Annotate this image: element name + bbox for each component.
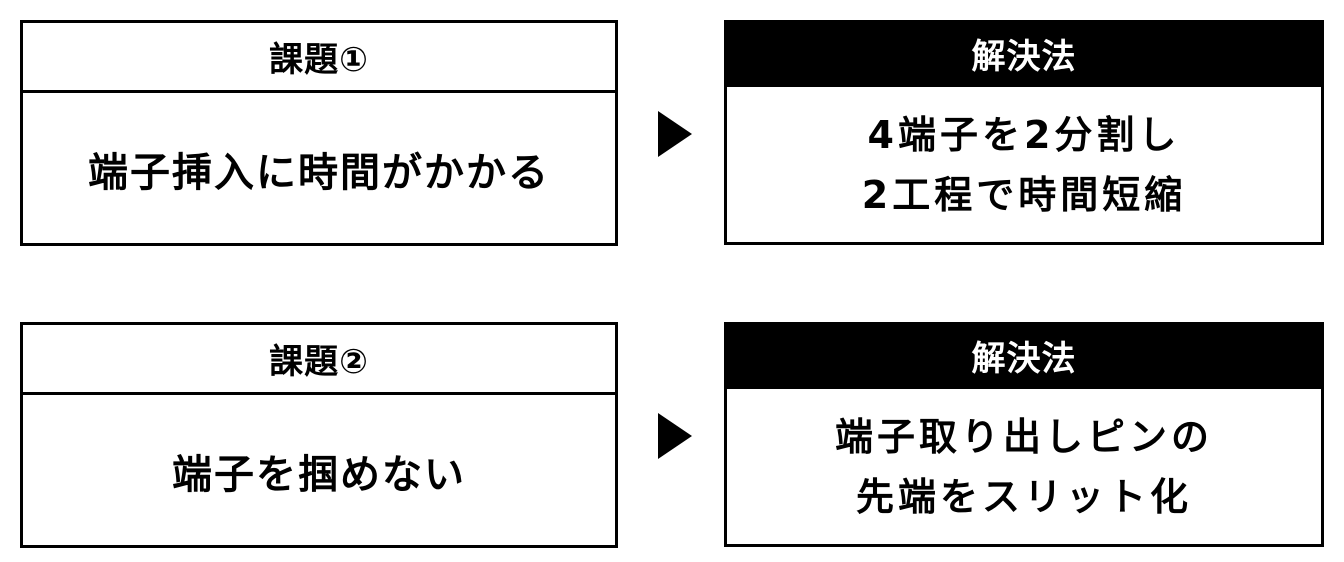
solution-box-2: 解決法 端子取り出しピンの 先端をスリット化 <box>724 322 1324 548</box>
problem-box-1: 課題① 端子挿入に時間がかかる <box>20 20 618 246</box>
problem-box-2: 課題② 端子を掴めない <box>20 322 618 548</box>
solution-title-1: 解決法 <box>724 20 1324 87</box>
arrow-right-icon <box>658 413 692 459</box>
solution-text-1: 4端子を2分割し 2工程で時間短縮 <box>724 87 1324 245</box>
problem-text-1: 端子挿入に時間がかかる <box>88 150 550 196</box>
solution-title-2: 解決法 <box>724 322 1324 389</box>
problem-title-2: 課題② <box>23 325 615 395</box>
problem-title-1: 課題① <box>23 23 615 93</box>
solution-box-1: 解決法 4端子を2分割し 2工程で時間短縮 <box>724 20 1324 246</box>
solution-line-2-2: 先端をスリット化 <box>855 474 1192 519</box>
problem-text-2: 端子を掴めない <box>172 452 466 498</box>
solution-text-2: 端子取り出しピンの 先端をスリット化 <box>724 389 1324 547</box>
solution-line-2-1: 端子取り出しピンの <box>834 414 1213 459</box>
solution-line-1-1: 4端子を2分割し <box>867 112 1181 157</box>
solution-line-1-2: 2工程で時間短縮 <box>861 172 1187 217</box>
arrow-right-icon <box>658 111 692 157</box>
